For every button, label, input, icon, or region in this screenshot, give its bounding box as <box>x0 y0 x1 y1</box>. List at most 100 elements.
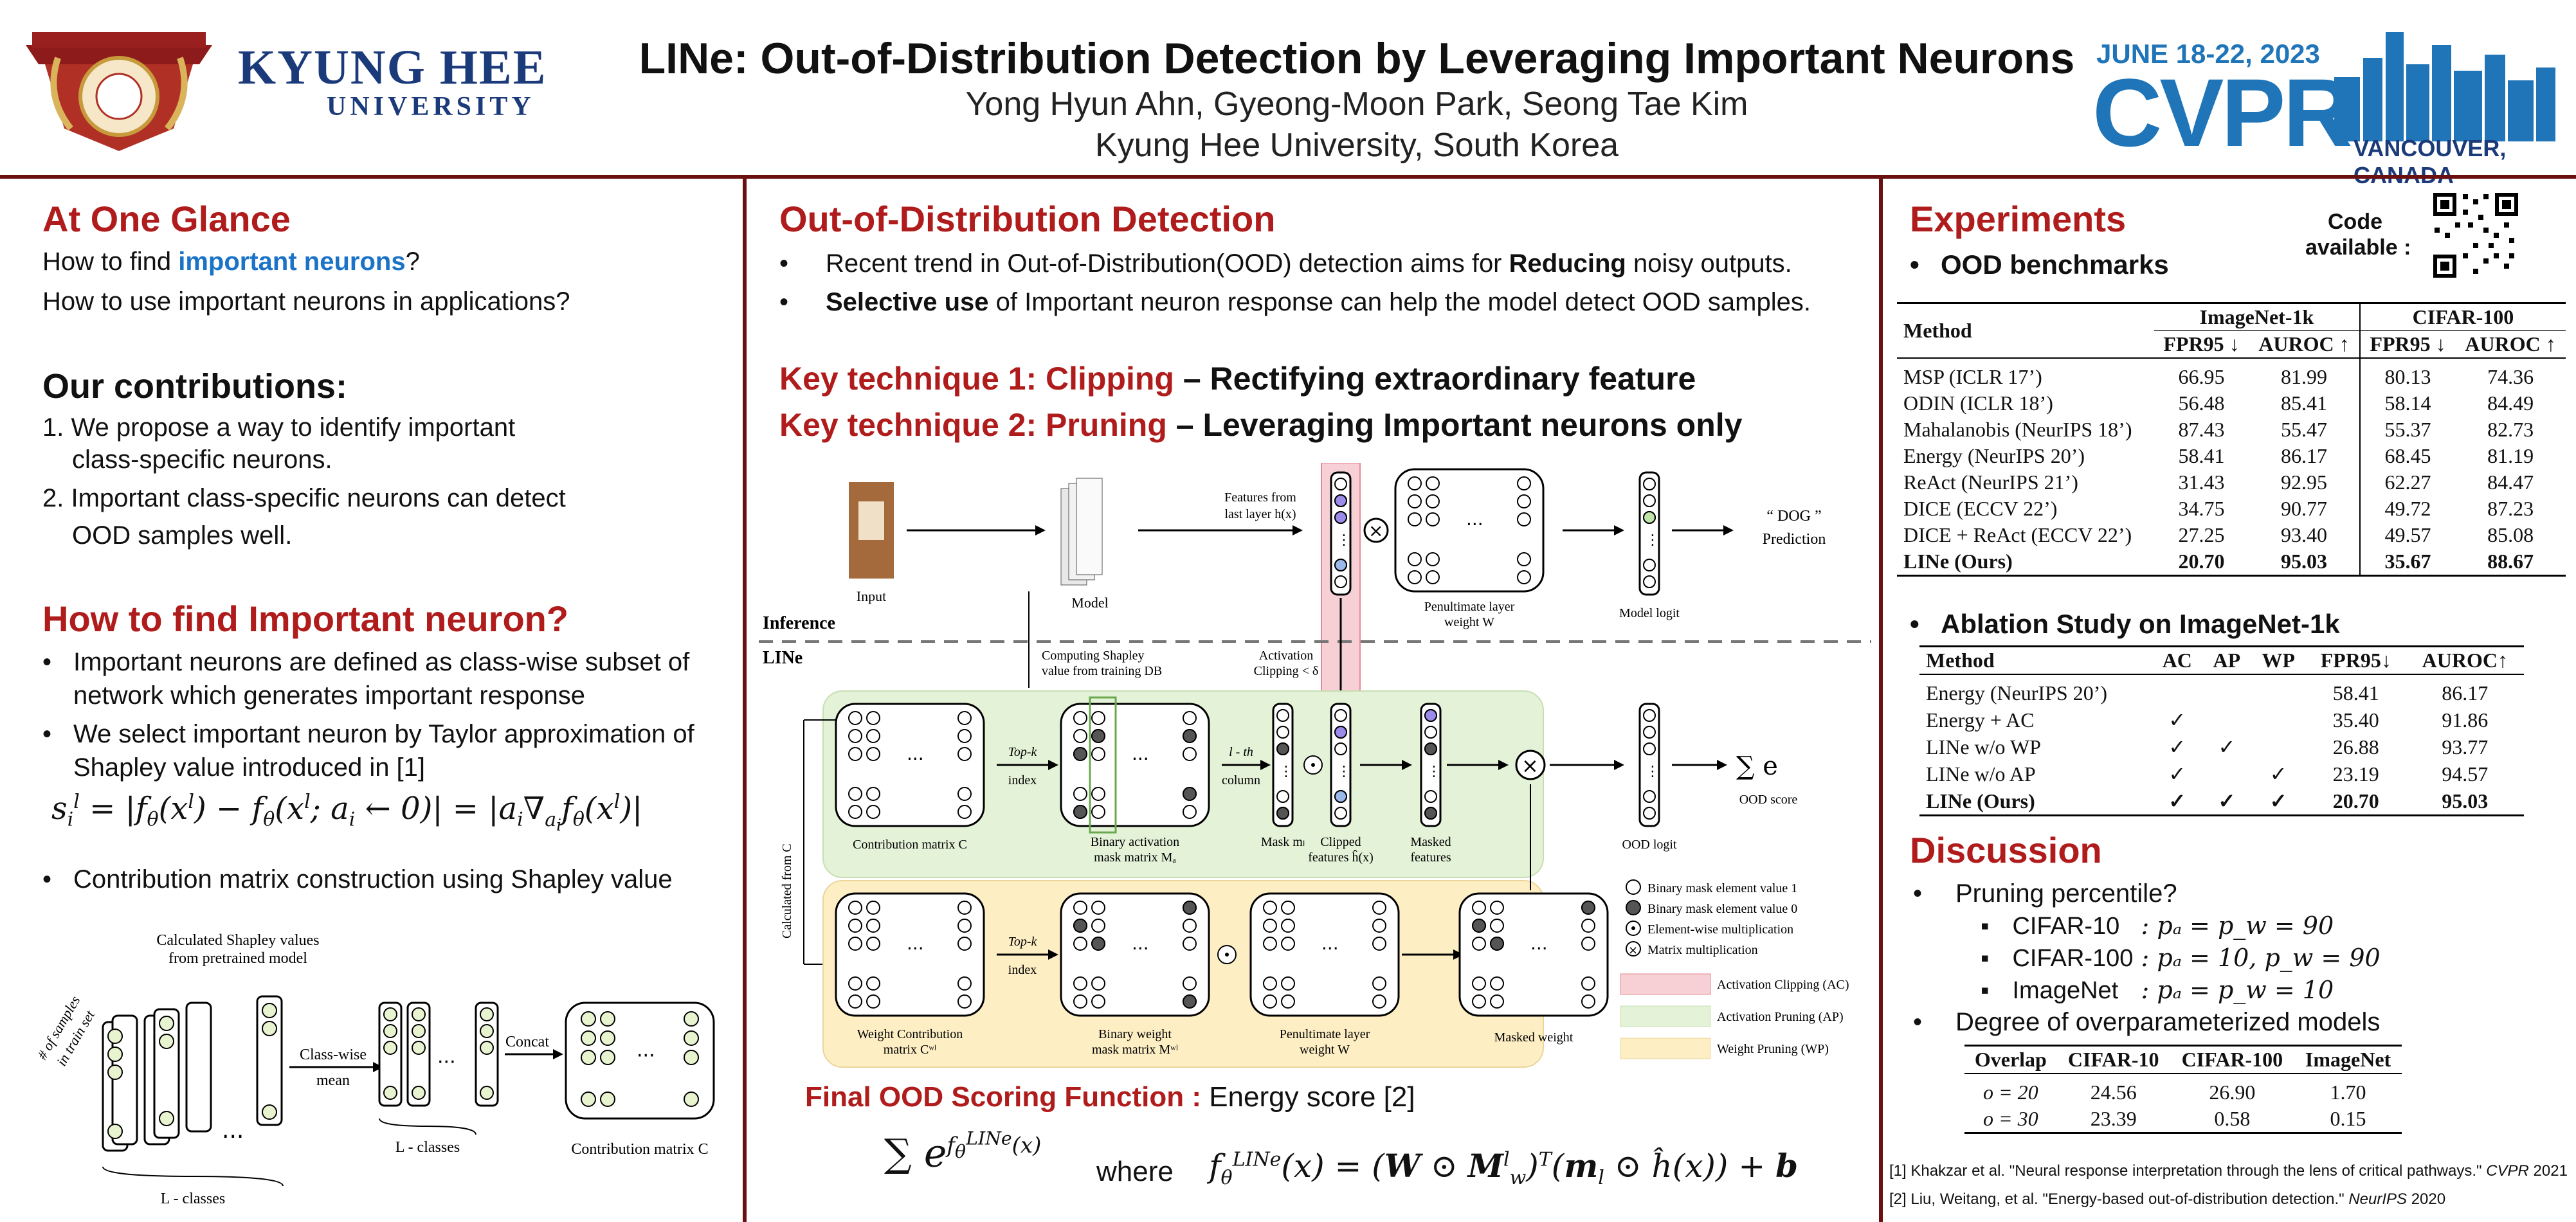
lclasses-label-1: L - classes <box>161 1191 225 1207</box>
ood-b1-post: noisy outputs. <box>1626 249 1792 278</box>
square-bullet-icon: ▪ <box>1981 913 1990 940</box>
masked-weight-label: Masked weight <box>1494 1030 1574 1045</box>
t3-overlap-cell: o = 30 <box>1983 1107 2038 1130</box>
reference-1: [1] Khakzar et al. "Neural response inte… <box>1889 1162 2568 1180</box>
t1-method-header: Method <box>1897 303 2154 359</box>
t2-value-cell: 91.86 <box>2442 708 2489 732</box>
ood-bullet-2: •Selective use of Important neuron respo… <box>779 285 1885 319</box>
ablation-bullet: •Ablation Study on ImageNet-1k <box>1910 607 2340 641</box>
prediction-dog: “ DOG ” <box>1766 508 1821 525</box>
computing-label-2: value from training DB <box>1042 664 1162 678</box>
svg-text:×: × <box>1368 520 1383 541</box>
t1-value-cell: 93.40 <box>2280 523 2327 546</box>
t2-value-cell <box>2152 674 2202 706</box>
key-technique-2: Key technique 2: Pruning – Leveraging Im… <box>779 406 1742 444</box>
cvpr-wordmark: CVPR <box>2092 58 2353 166</box>
t1-col-auroc-2: AUROC ↑ <box>2455 330 2566 359</box>
t2-value-cell: 94.57 <box>2442 762 2489 786</box>
t1-value-cell: 82.73 <box>2487 418 2534 441</box>
t3-value-cell: 0.58 <box>2214 1107 2251 1130</box>
percentile-value: : pₐ = p_w = 90 <box>2141 912 2334 940</box>
input-label: Input <box>857 588 886 604</box>
lth-label-1: l - th <box>1229 745 1253 759</box>
contribution-matrix-figure: ··· Calculated Shapley values from pretr… <box>34 932 715 1207</box>
t1-value-cell: 66.95 <box>2178 365 2225 388</box>
contribution-matrix-label: Contribution matrix C <box>571 1141 708 1158</box>
t3-header-cell: CIFAR-100 <box>2170 1045 2295 1074</box>
t1-method-cell: Energy (NeurIPS 20’) <box>1903 444 2085 467</box>
t1-value-cell: 92.95 <box>2280 471 2327 494</box>
classwise-label-1: Class-wise <box>300 1047 367 1063</box>
index-label-1: index <box>1008 773 1037 787</box>
final-scoring-definition: fθLINe(x) = (W ⊙ Mlw)T(ml ⊙ ĥ(x)) + b <box>1209 1147 1799 1189</box>
qr-code-icon[interactable] <box>2431 190 2521 280</box>
t1-value-cell: 55.37 <box>2359 417 2456 443</box>
city-skyline-icon <box>2334 32 2555 141</box>
cvpr-logo: JUNE 18-22, 2023 CVPR VANCOUVER, CANADA <box>2092 19 2559 188</box>
t2-value-cell <box>2202 674 2251 706</box>
binary-weight-label-2: mask matrix Mʷˡ <box>1092 1043 1179 1057</box>
t1-value-cell: 81.19 <box>2487 444 2534 467</box>
t3-header-cell: Overlap <box>1964 1045 2057 1074</box>
affiliation: Kyung Hee University, South Korea <box>1094 127 1619 164</box>
index-label-2: index <box>1008 963 1037 977</box>
inference-label: Inference <box>763 613 835 633</box>
clipped-label-1: Clipped <box>1320 835 1361 849</box>
shapley-label-line1: Calculated Shapley values <box>156 932 319 949</box>
penult-w-label-1: Penultimate layer <box>1280 1027 1370 1041</box>
t1-method-cell: DICE (ECCV 22’) <box>1903 497 2058 520</box>
t1-value-cell: 34.75 <box>2178 497 2225 520</box>
shapley-stack: ··· <box>102 995 283 1152</box>
cvpr-location: VANCOUVER, CANADA <box>2354 135 2507 188</box>
ood-benchmarks-bullet: • OOD benchmarks <box>1910 248 2169 282</box>
topk-label-1: Top-k <box>1008 745 1038 759</box>
ref2-year: 2020 <box>2407 1191 2446 1208</box>
ablation-title: Ablation Study on ImageNet-1k <box>1941 609 2340 639</box>
t1-value-cell: 62.27 <box>2359 469 2456 496</box>
glance-q1-prefix: How to find <box>42 247 179 276</box>
activation-label-1: Activation <box>1259 649 1313 663</box>
how-bullet-1: •Important neurons are defined as class-… <box>42 645 724 712</box>
t2-header-cell: AP <box>2202 646 2251 675</box>
reference-2: [2] Liu, Weitang, et al. "Energy-based o… <box>1889 1191 2445 1209</box>
t2-header-cell: AUROC↑ <box>2406 646 2524 675</box>
t1-group-imagenet: ImageNet-1k <box>2154 303 2360 331</box>
t2-method-cell: LINe w/o WP <box>1926 735 2041 759</box>
contribution-1-line-b: class-specific neurons. <box>72 445 332 474</box>
shapley-label-line2: from pretrained model <box>168 950 307 967</box>
how-bullet-1-text: Important neurons are defined as class-w… <box>73 648 690 710</box>
percentile-value: : pₐ = 10, p_w = 90 <box>2141 944 2381 972</box>
pruning-percentile-item: ▪CIFAR-10: pₐ = p_w = 90 <box>1981 912 2334 940</box>
legend-item-5: Activation Clipping (AC) <box>1717 978 1849 992</box>
glance-question-2: How to use important neurons in applicat… <box>42 287 570 316</box>
how-bullet-2-text: We select important neuron by Taylor app… <box>73 720 694 782</box>
header-divider <box>0 175 2576 179</box>
t2-value-cell: ✓ <box>2269 762 2287 786</box>
t2-value-cell: 26.88 <box>2332 735 2379 759</box>
ood-b1-pre: Recent trend in Out-of-Distribution(OOD)… <box>826 249 1509 278</box>
t2-value-cell <box>2251 674 2306 706</box>
bullet-dot: • <box>42 865 52 894</box>
penultimate-label-1: Penultimate layer <box>1424 600 1515 614</box>
t2-header-cell: FPR95↓ <box>2305 646 2406 675</box>
final-scoring-desc: Energy score [2] <box>1201 1081 1415 1113</box>
t1-value-cell: 49.72 <box>2359 496 2456 522</box>
ood-benchmarks-label: OOD benchmarks <box>1941 249 2169 280</box>
bullet-dot: • <box>1910 249 1919 280</box>
t1-value-cell: 55.47 <box>2280 418 2327 441</box>
binary-act-label-1: Binary activation <box>1091 835 1179 849</box>
t3-overlap-cell: o = 20 <box>1983 1081 2038 1104</box>
t1-value-cell: 84.47 <box>2487 471 2534 494</box>
cvpr-date: JUNE 18-22, 2023 <box>2096 39 2320 69</box>
glance-question-1: How to find important neurons? <box>42 243 420 280</box>
t3-header-cell: ImageNet <box>2294 1045 2402 1074</box>
kt1-label: Key technique 1: Clipping <box>779 361 1174 397</box>
t1-value-cell: 85.08 <box>2487 523 2534 546</box>
legend-item-7: Weight Pruning (WP) <box>1717 1042 1829 1056</box>
t2-method-cell: Energy + AC <box>1926 708 2035 732</box>
